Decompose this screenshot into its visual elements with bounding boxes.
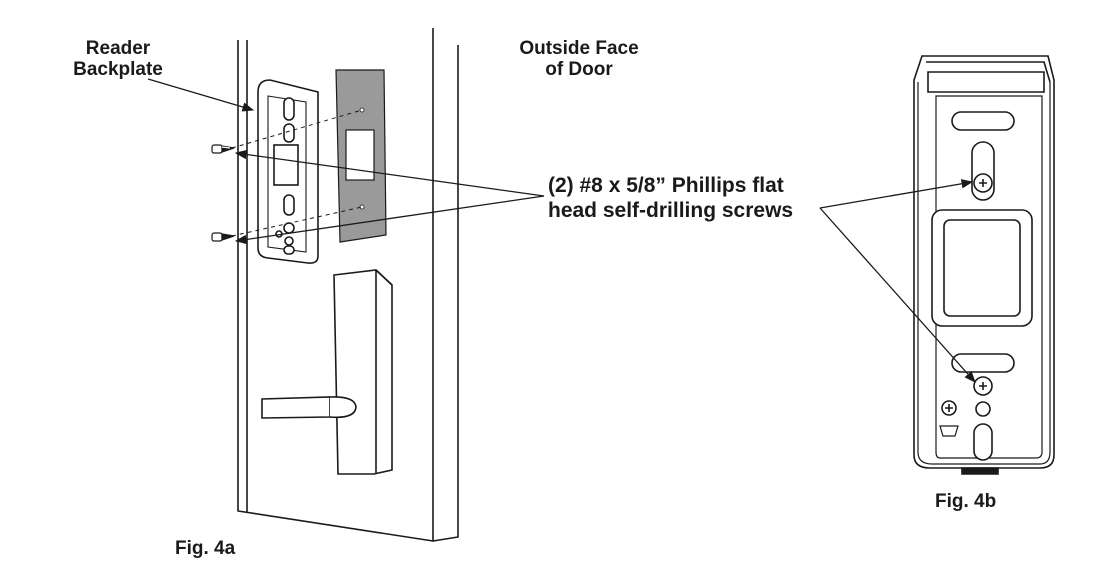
screws-callout-line1: (2) #8 x 5/8” Phillips flat bbox=[548, 174, 784, 197]
outside-face-label-line2: of Door bbox=[545, 59, 613, 81]
reader-backplate bbox=[257, 79, 319, 264]
outside-face-label: Outside Face of Door bbox=[500, 38, 658, 81]
leader-lines bbox=[147, 78, 976, 383]
screws-callout: (2) #8 x 5/8” Phillips flat head self-dr… bbox=[548, 173, 793, 223]
alignment-lines bbox=[231, 109, 363, 237]
figure-4b-caption: Fig. 4b bbox=[935, 491, 997, 512]
screw-icon bbox=[211, 232, 235, 242]
reader-backplate-label-line1: Reader bbox=[85, 38, 151, 59]
figure-4a-caption: Fig. 4a bbox=[175, 538, 236, 559]
reader-backplate-label: Reader Backplate bbox=[62, 38, 174, 81]
trim-plate bbox=[335, 69, 387, 243]
reader-backplate-label-line2: Backplate bbox=[73, 59, 163, 81]
screw-icon bbox=[211, 144, 235, 154]
reader-back-view bbox=[913, 55, 1055, 475]
lever-handle bbox=[261, 269, 393, 475]
screws-callout-line2: head self-drilling screws bbox=[548, 199, 794, 223]
outside-face-label-line1: Outside Face bbox=[519, 38, 639, 59]
